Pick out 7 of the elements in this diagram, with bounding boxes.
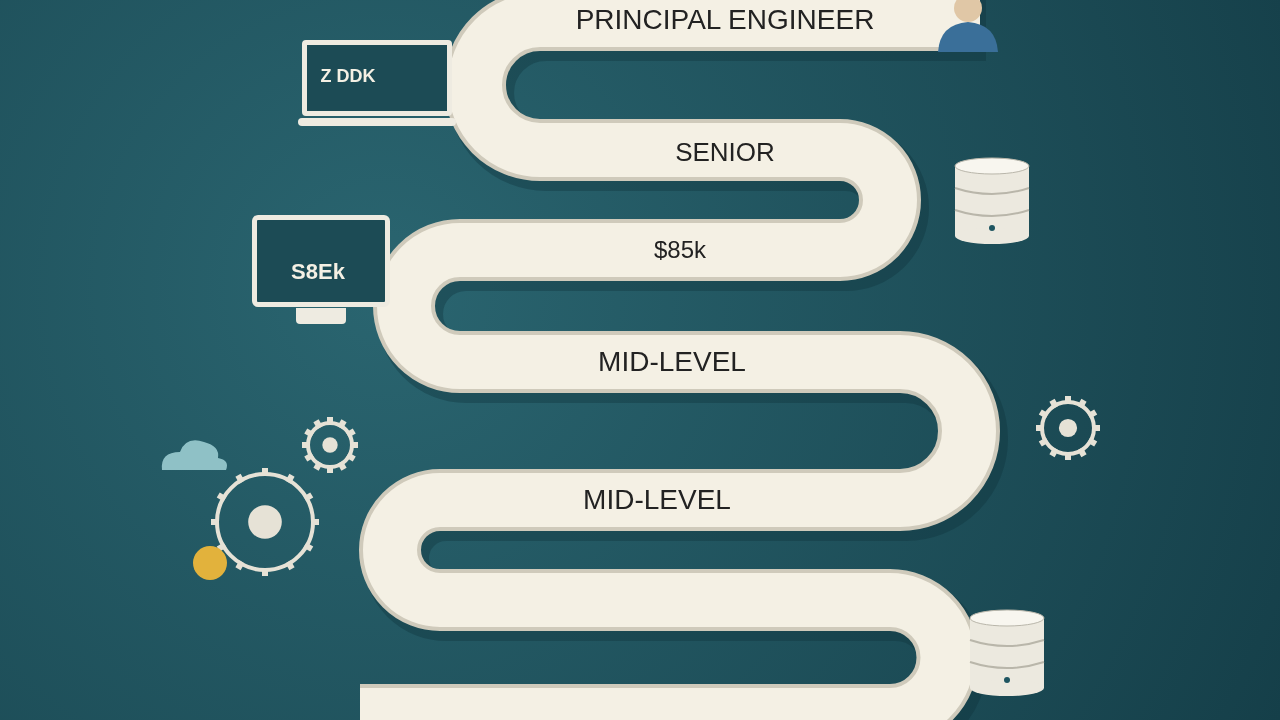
- stage-label: MID-LEVEL: [583, 486, 731, 514]
- stage-label: PRINCIPAL ENGINEER: [575, 6, 875, 34]
- stage-label: SENIOR: [675, 139, 775, 165]
- screen-text: Z DDK: [320, 67, 376, 85]
- screen-text: S8Ek: [291, 261, 345, 283]
- stage-label: $85k: [654, 238, 706, 262]
- stage-label: MID-LEVEL: [598, 348, 746, 376]
